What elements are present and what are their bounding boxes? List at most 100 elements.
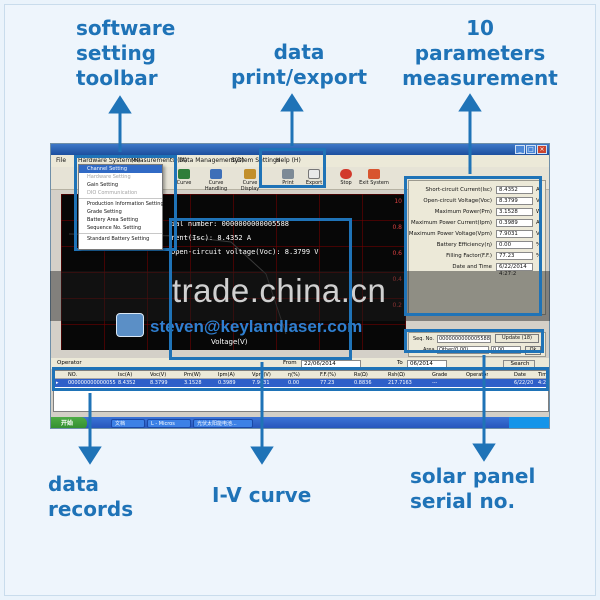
param-value: 3.1528 xyxy=(496,208,533,216)
table-cell: 4:2 xyxy=(538,380,547,386)
taskbar: 开始 文档 L - Micros 光伏太阳能电池... xyxy=(51,417,549,428)
menu-item-sequence-no-setting[interactable]: Sequence No. Setting xyxy=(87,225,142,231)
menu-item-channel-setting[interactable]: Channel Setting xyxy=(79,165,162,173)
menu-measurements[interactable]: Measurements (M) xyxy=(131,157,188,164)
from-label: From xyxy=(283,360,297,366)
table-cell: 8.3799 xyxy=(150,380,168,386)
column-header: Ipm(A) xyxy=(218,372,235,378)
column-header: F.F.(%) xyxy=(320,372,336,378)
column-header: Operator xyxy=(466,372,489,378)
callout-parameters-measurement: 10 parameters measurement xyxy=(402,16,558,90)
export-button[interactable]: Export xyxy=(299,169,329,189)
curve-display-button[interactable]: Curve Display xyxy=(235,169,265,192)
curve-button[interactable]: Curve xyxy=(169,169,199,189)
callout-data-records: data records xyxy=(48,472,134,521)
menu-item-production-information[interactable]: Production Information Setting xyxy=(87,201,164,207)
column-header: Voc(V) xyxy=(150,372,167,378)
stop-icon xyxy=(340,169,352,179)
close-button[interactable]: × xyxy=(537,145,547,154)
operator-label: Operator xyxy=(57,360,82,366)
menu-item-battery-area-setting[interactable]: Battery Area Setting xyxy=(87,217,139,223)
exit-icon xyxy=(368,169,380,179)
table-cell: 3.1528 xyxy=(184,380,202,386)
table-cell: 00000000000005588 xyxy=(68,380,116,386)
taskbar-item[interactable]: 光伏太阳能电池... xyxy=(193,419,253,428)
callout-software-setting-toolbar: software setting toolbar xyxy=(76,16,176,90)
menu-data-management[interactable]: Data Management(D) xyxy=(179,157,245,164)
stop-button[interactable]: Stop xyxy=(331,169,361,189)
y-tick: 0.6 xyxy=(392,250,402,257)
readout-isc: rent(Isc): 8.4352 A xyxy=(171,234,252,242)
column-header: Time xyxy=(538,372,550,378)
table-cell: 0.8836 xyxy=(354,380,372,386)
table-header: NO. Isc(A) Voc(V) Pm(W) Ipm(A) Vpm(V) η(… xyxy=(54,371,550,379)
taskbar-item[interactable]: 文档 xyxy=(111,419,145,428)
x-axis-label: Voltage(V) xyxy=(211,338,248,346)
param-value: 0.00 xyxy=(496,241,533,249)
param-row: Filling Factor(F.F.)77.23% xyxy=(446,252,542,260)
readout-serial-number: ial number: 0000000000005588 xyxy=(171,220,290,228)
table-cell: 77.23 xyxy=(320,380,335,386)
window-controls: _ □ × xyxy=(515,145,547,154)
table-row[interactable]: ▸ 00000000000005588 8.4352 8.3799 3.1528… xyxy=(54,379,548,387)
hardware-system-dropdown: Channel Setting Hardware Setting Gain Se… xyxy=(78,164,164,250)
column-header: NO. xyxy=(68,372,78,378)
printer-icon xyxy=(282,169,294,179)
taskbar-item[interactable]: L - Micros xyxy=(147,419,191,428)
curve-handling-button[interactable]: Curve Handling xyxy=(201,169,231,192)
y-tick: 0.8 xyxy=(392,224,402,231)
curve-handling-icon xyxy=(210,169,222,179)
exit-system-button[interactable]: Exit System xyxy=(359,169,389,189)
print-button[interactable]: Print xyxy=(273,169,303,189)
curve-icon xyxy=(178,169,190,179)
highlight-curve-box xyxy=(169,218,352,360)
seq-no-field[interactable]: 0000000000005588 xyxy=(437,335,491,343)
update-button[interactable]: Update (18) xyxy=(495,334,539,343)
menu-item-grade-setting[interactable]: Grade Setting xyxy=(87,209,122,215)
menu-help[interactable]: Help (H) xyxy=(276,157,301,164)
mail-icon xyxy=(116,313,144,337)
menu-separator xyxy=(79,198,162,199)
table-cell: 0.3989 xyxy=(218,380,236,386)
to-label: To xyxy=(397,360,403,366)
table-cell: 8.4352 xyxy=(118,380,136,386)
row-icon: ▸ xyxy=(56,380,59,386)
start-button[interactable]: 开始 xyxy=(51,417,87,428)
param-value: 6/22/2014 4:27:2 xyxy=(496,263,533,277)
menu-item-standard-battery-setting[interactable]: Standard Battery Setting xyxy=(87,236,150,242)
menu-separator xyxy=(79,233,162,234)
callout-serial-no: solar panel serial no. xyxy=(410,464,536,513)
curve-display-icon xyxy=(244,169,256,179)
seq-no-label: Seq. No. xyxy=(413,336,434,342)
callout-iv-curve: I-V curve xyxy=(212,483,312,507)
readout-voc: Open-circuit voltage(Voc): 8.3799 V xyxy=(171,248,319,256)
table-cell: 0.00 xyxy=(288,380,300,386)
menu-item-gain-setting[interactable]: Gain Setting xyxy=(87,182,118,188)
param-label: Filling Factor(F.F.) xyxy=(446,253,492,259)
menu-file[interactable]: File xyxy=(56,157,67,164)
y-tick: 0.4 xyxy=(392,276,402,283)
menu-item-dio-communication: DIO Communication xyxy=(87,190,138,196)
menu-item-hardware-setting: Hardware Setting xyxy=(87,174,131,180)
param-value: 7.9031 xyxy=(496,230,533,238)
minimize-button[interactable]: _ xyxy=(515,145,525,154)
param-label: Short-circuit Current(Isc) xyxy=(425,187,493,193)
maximize-button[interactable]: □ xyxy=(526,145,536,154)
param-label: Battery Efficiency(η) xyxy=(436,242,492,248)
highlight-records-box xyxy=(52,367,549,391)
column-header: Rs(Ω) xyxy=(354,372,368,378)
y-tick: 10 xyxy=(394,198,402,205)
column-header: η(%) xyxy=(288,372,300,378)
menu-hardware-system[interactable]: Hardware System(H) xyxy=(78,157,141,164)
param-value: 8.4352 xyxy=(496,186,533,194)
highlight-print-box xyxy=(259,148,326,188)
param-label: Open-circuit Voltage(Voc) xyxy=(423,198,492,204)
highlight-params-box xyxy=(404,176,542,316)
menu-system-settings[interactable]: System Settings xyxy=(231,157,280,164)
